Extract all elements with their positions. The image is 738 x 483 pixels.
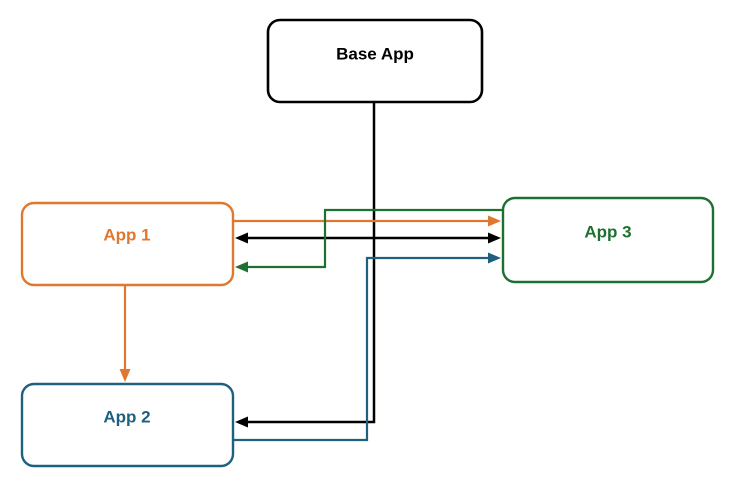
node-base-app-box <box>266 18 484 104</box>
edge-app2-to-app3-blue-line <box>233 256 488 442</box>
edge-app3-to-app1-green-line <box>248 208 504 269</box>
edge-app1-to-app2-orange <box>119 285 131 382</box>
node-app1: App 1 <box>20 201 235 287</box>
node-base-app: Base App <box>266 18 484 104</box>
arrowhead-into-app3-orange <box>488 215 501 227</box>
node-app3-label: App 3 <box>584 223 631 242</box>
node-app3: App 3 <box>501 196 715 284</box>
node-app3-box <box>501 196 715 284</box>
arrowhead-into-app3-black <box>488 232 501 244</box>
arrowhead-into-app1-black <box>235 232 248 244</box>
arrowhead-into-app2-orange <box>119 369 131 382</box>
node-app1-box <box>20 201 235 287</box>
node-base-app-label: Base App <box>336 45 414 64</box>
edge-app3-to-app1-green <box>235 208 504 273</box>
arrowhead-into-app2-black <box>235 416 248 428</box>
node-app1-label: App 1 <box>103 226 150 245</box>
node-app2-box <box>20 382 235 468</box>
edge-base-to-app2 <box>235 102 376 428</box>
edge-app1-app3-bidirectional <box>235 232 501 244</box>
arrowhead-into-app3-blue <box>488 252 501 264</box>
arrowhead-into-app1-green <box>235 261 248 273</box>
edge-base-to-app2-line <box>248 102 376 424</box>
edge-app1-to-app3-orange <box>233 215 501 227</box>
edge-app2-to-app3-blue <box>233 252 501 442</box>
node-app2-label: App 2 <box>103 408 150 427</box>
node-app2: App 2 <box>20 382 235 468</box>
